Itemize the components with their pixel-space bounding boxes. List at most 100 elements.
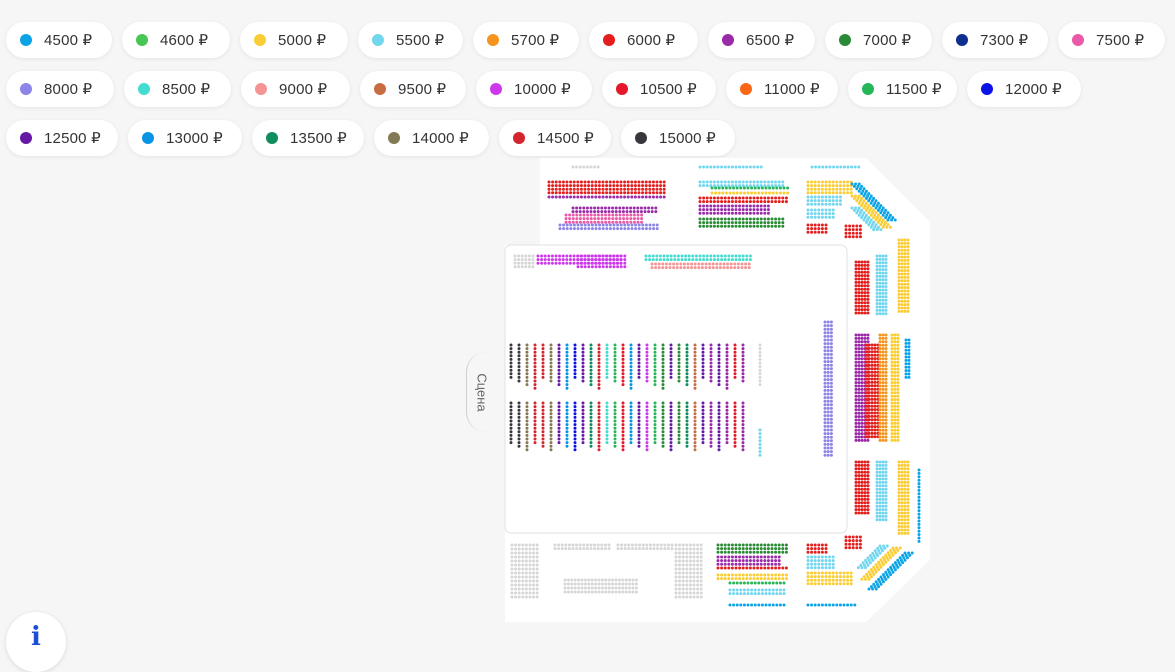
seat[interactable] [864, 384, 868, 388]
seat[interactable] [527, 261, 531, 265]
seat[interactable] [826, 381, 830, 385]
seat[interactable] [528, 575, 532, 579]
seat[interactable] [829, 334, 833, 338]
seat[interactable] [717, 354, 721, 358]
seat[interactable] [698, 221, 702, 225]
seat[interactable] [835, 575, 839, 579]
seat[interactable] [752, 180, 756, 184]
seat[interactable] [557, 347, 561, 351]
seat[interactable] [582, 547, 586, 551]
seat[interactable] [653, 426, 657, 430]
seat[interactable] [590, 265, 594, 269]
seat[interactable] [693, 423, 697, 427]
seat[interactable] [596, 220, 600, 224]
seat[interactable] [732, 186, 736, 190]
seat[interactable] [774, 543, 778, 547]
seat[interactable] [614, 206, 618, 210]
seat[interactable] [878, 421, 882, 425]
seat[interactable] [857, 263, 861, 267]
seat[interactable] [878, 367, 882, 371]
seat[interactable] [693, 372, 697, 376]
seat[interactable] [720, 547, 724, 551]
seat[interactable] [685, 415, 689, 419]
seat[interactable] [693, 347, 697, 351]
seat[interactable] [629, 350, 633, 354]
seat[interactable] [854, 277, 858, 281]
seat[interactable] [717, 357, 721, 361]
seat[interactable] [820, 212, 824, 216]
seat[interactable] [884, 374, 888, 378]
seat[interactable] [644, 195, 648, 199]
seat[interactable] [509, 419, 513, 423]
seat[interactable] [573, 408, 577, 412]
seat[interactable] [533, 343, 537, 347]
seat[interactable] [697, 262, 701, 266]
seat[interactable] [581, 423, 585, 427]
seat[interactable] [774, 577, 778, 581]
seat[interactable] [651, 191, 655, 195]
seat[interactable] [766, 200, 770, 204]
seat[interactable] [624, 582, 628, 586]
seat[interactable] [881, 401, 885, 405]
seat[interactable] [874, 587, 878, 591]
seat[interactable] [724, 191, 728, 195]
seat[interactable] [900, 487, 904, 491]
seat[interactable] [835, 603, 839, 607]
seat[interactable] [557, 415, 561, 419]
seat[interactable] [557, 433, 561, 437]
seat[interactable] [857, 301, 861, 305]
seat[interactable] [817, 180, 821, 184]
seat[interactable] [633, 184, 637, 188]
seat[interactable] [897, 467, 901, 471]
seat[interactable] [509, 365, 513, 369]
seat[interactable] [533, 430, 537, 434]
seat[interactable] [884, 504, 888, 508]
seat[interactable] [842, 184, 846, 188]
seat[interactable] [549, 419, 553, 423]
seat[interactable] [569, 180, 573, 184]
seat[interactable] [860, 284, 864, 288]
seat[interactable] [569, 187, 573, 191]
seat[interactable] [712, 217, 716, 221]
seat[interactable] [711, 262, 715, 266]
seat[interactable] [846, 180, 850, 184]
seat[interactable] [549, 444, 553, 448]
seat[interactable] [858, 224, 862, 228]
seat[interactable] [618, 217, 622, 221]
seat[interactable] [886, 558, 890, 562]
seat[interactable] [884, 484, 888, 488]
seat[interactable] [884, 570, 888, 574]
seat[interactable] [829, 385, 833, 389]
seat[interactable] [820, 208, 824, 212]
seat[interactable] [614, 217, 618, 221]
seat[interactable] [884, 343, 888, 347]
seat[interactable] [557, 383, 561, 387]
seat[interactable] [637, 343, 641, 347]
seat[interactable] [831, 582, 835, 586]
seat[interactable] [576, 265, 580, 269]
seat[interactable] [817, 212, 821, 216]
seat[interactable] [607, 220, 611, 224]
seat[interactable] [876, 208, 880, 212]
seat[interactable] [857, 384, 861, 388]
seat[interactable] [903, 299, 907, 303]
seat[interactable] [777, 196, 781, 200]
seat[interactable] [868, 220, 872, 224]
seat[interactable] [605, 401, 609, 405]
seat[interactable] [734, 208, 738, 212]
seat[interactable] [587, 223, 591, 227]
seat[interactable] [565, 379, 569, 383]
seat[interactable] [528, 543, 532, 547]
seat[interactable] [607, 210, 611, 214]
seat[interactable] [590, 184, 594, 188]
seat[interactable] [733, 426, 737, 430]
seat[interactable] [884, 278, 888, 282]
seat[interactable] [712, 208, 716, 212]
seat[interactable] [723, 550, 727, 554]
seat[interactable] [536, 254, 540, 258]
seat[interactable] [826, 435, 830, 439]
seat[interactable] [621, 210, 625, 214]
seat[interactable] [645, 543, 649, 547]
seat[interactable] [817, 562, 821, 566]
seat[interactable] [661, 262, 665, 266]
